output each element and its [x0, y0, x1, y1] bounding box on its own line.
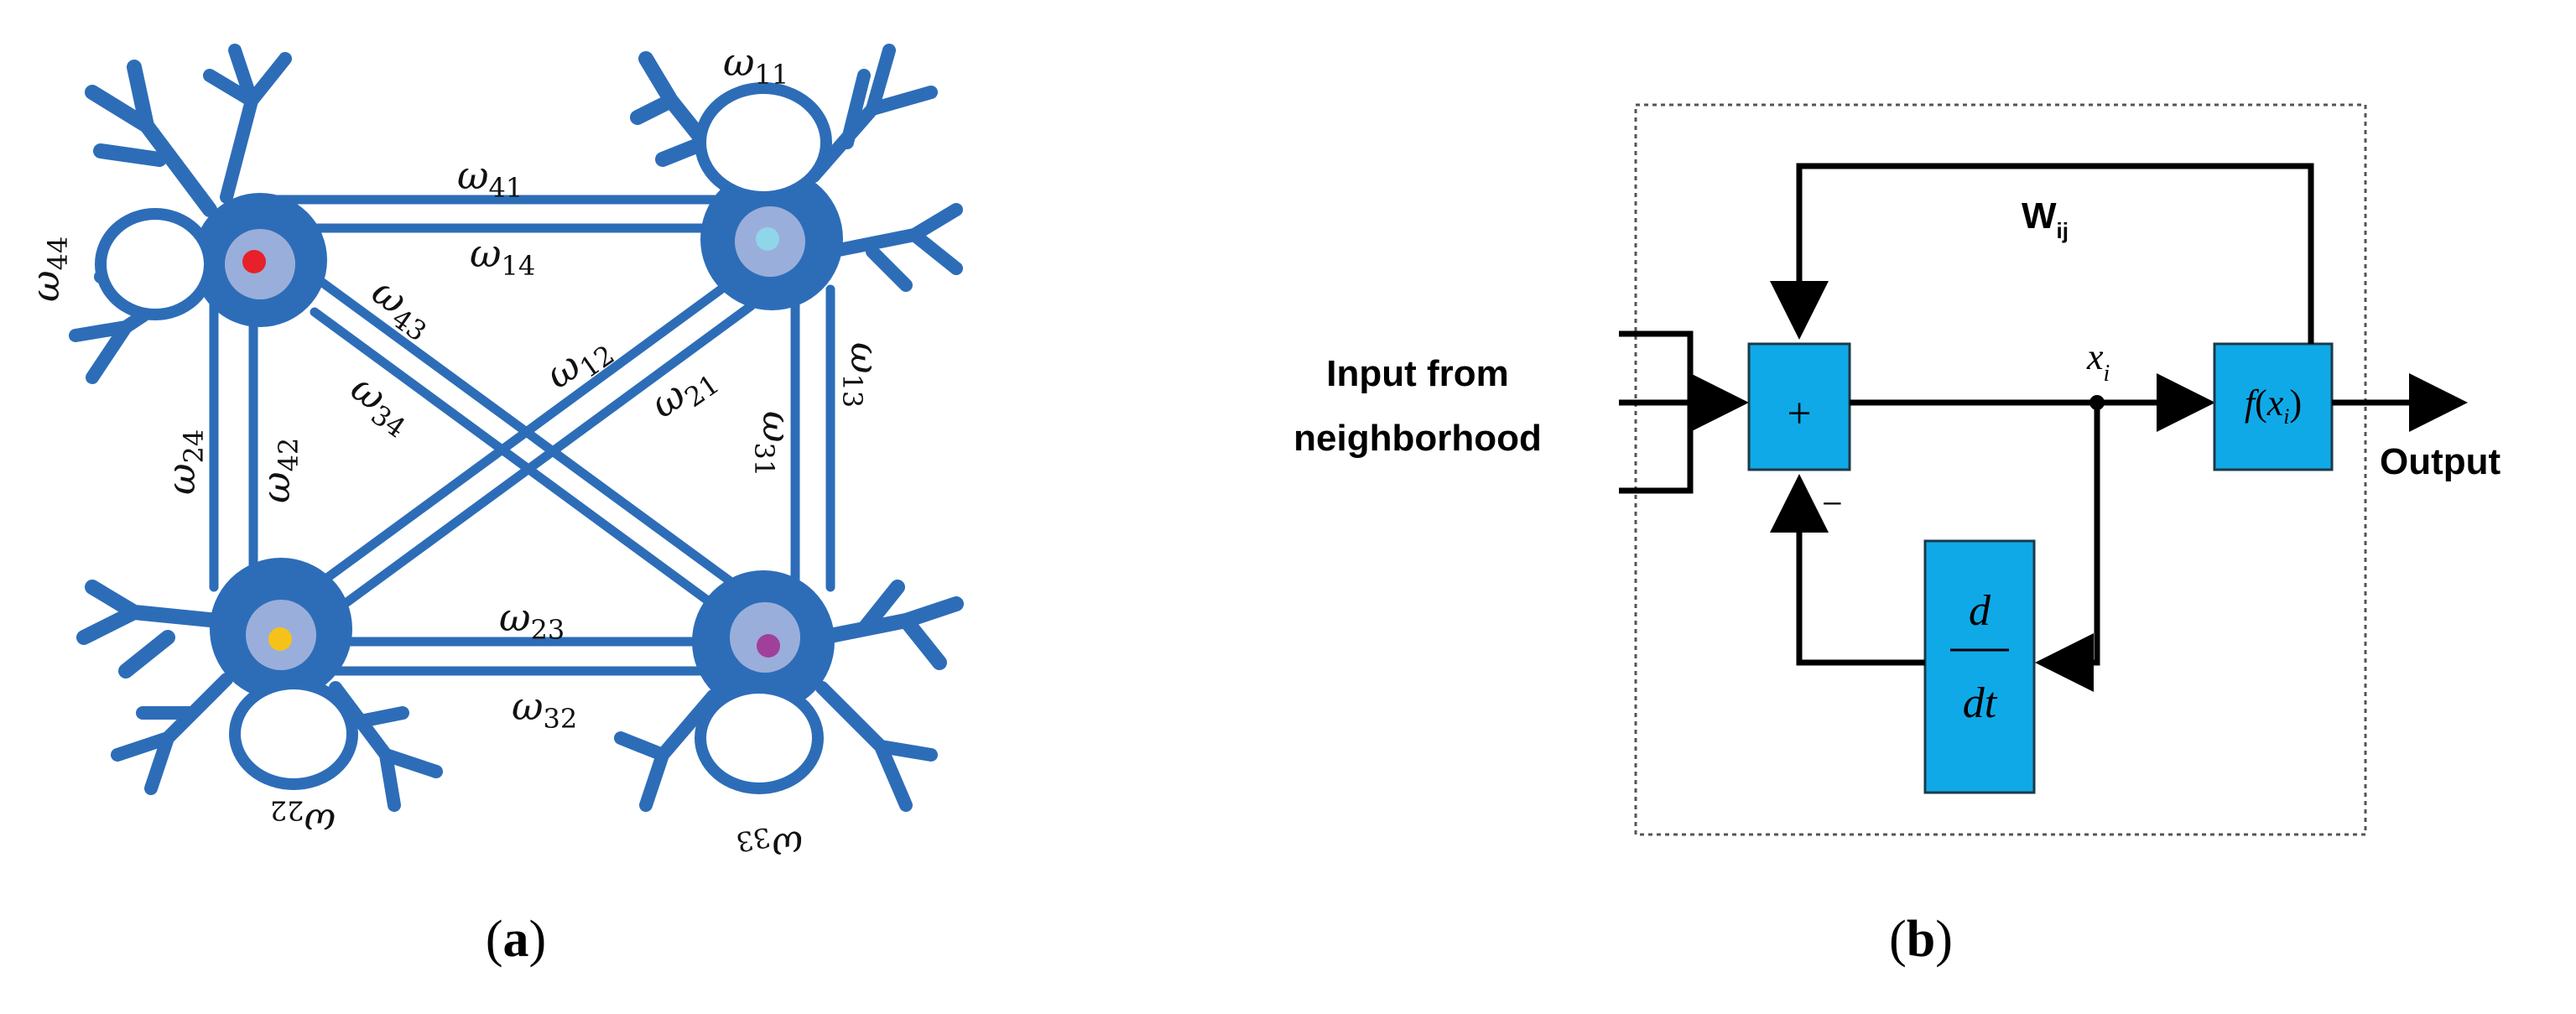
state-label: xi	[2086, 336, 2110, 387]
neuron-bottom-right	[614, 570, 964, 812]
connection-diag-21-upper	[310, 272, 743, 592]
feedback-top-line	[1770, 163, 2314, 344]
weight-label-23: ω23	[499, 595, 565, 646]
weight-label-34: ω34	[340, 365, 423, 445]
sum-block	[1747, 342, 1851, 471]
nucleus	[757, 634, 780, 658]
weight-label-31: ω31	[748, 411, 799, 476]
weight-label-21: ω21	[642, 352, 725, 432]
connection-diag-21-lower	[330, 301, 756, 616]
weight-label-11: ω11	[723, 39, 788, 91]
derivative-block	[1923, 539, 2036, 794]
weight-label-14: ω14	[470, 231, 535, 282]
derivative-denominator: dt	[1963, 679, 1998, 727]
neuron-bottom-left	[76, 558, 443, 812]
panel-b-cell-diagram: + xi f(xi) Output Wij d dt − Input from …	[1293, 103, 2501, 968]
minus-symbol: −	[1822, 483, 1843, 524]
connection-diag-43-lower	[310, 307, 726, 616]
activation-block	[2213, 342, 2334, 471]
weight-label-33: ω33	[734, 815, 808, 877]
input-label-line2: neighborhood	[1293, 418, 1542, 459]
weight-label-44: ω44	[23, 237, 74, 302]
input-label-line1: Input from	[1326, 353, 1509, 394]
sum-symbol: +	[1787, 390, 1811, 438]
neuron-top-left	[69, 44, 327, 384]
weight-labels: ω11 ω41 ω14 ω44 ω43 ω12 ω34 ω21	[23, 39, 887, 877]
weight-label-41: ω41	[457, 153, 523, 204]
nucleus	[756, 227, 779, 251]
panel-a-caption: (a)	[486, 911, 546, 968]
derivative-input-line	[2035, 403, 2100, 692]
weight-label-42: ω42	[253, 438, 304, 503]
cell-boundary	[1634, 103, 2367, 836]
weight-label-13: ω13	[836, 342, 887, 408]
weight-label-43: ω43	[361, 268, 444, 348]
neuron-top-right	[630, 44, 963, 310]
weight-label-22: ω22	[270, 794, 336, 845]
panel-b-caption: (b)	[1889, 911, 1953, 968]
derivative-numerator: d	[1969, 587, 1991, 635]
output-label: Output	[2380, 441, 2501, 482]
weight-label-32: ω32	[512, 684, 577, 735]
nucleus	[268, 627, 292, 651]
derivative-feedback-line	[1770, 474, 1925, 666]
input-bracket	[1619, 330, 1694, 494]
connections	[209, 195, 835, 676]
weight-label: Wij	[2022, 195, 2069, 243]
weight-label-24: ω24	[159, 429, 210, 495]
panel-a-neural-network: ω11 ω41 ω14 ω44 ω43 ω12 ω34 ω21	[23, 39, 964, 968]
nucleus	[242, 250, 266, 273]
activation-label: f(xi)	[2245, 382, 2302, 429]
